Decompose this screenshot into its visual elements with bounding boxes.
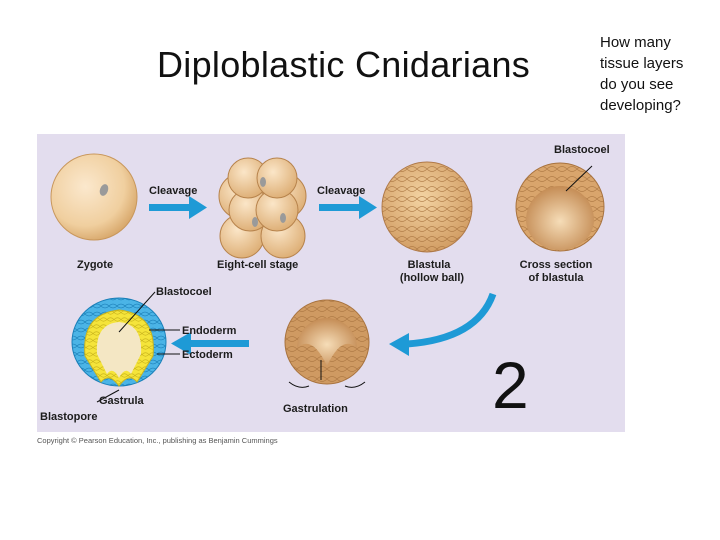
curved-arrow	[389, 292, 497, 356]
label-of-blastula: of blastula	[528, 272, 584, 284]
label-cleavage-1: Cleavage	[149, 185, 197, 197]
question-line: developing?	[600, 97, 681, 114]
question-line: do you see	[600, 76, 674, 93]
label-zygote: Zygote	[77, 259, 113, 271]
label-eight-cell-stage: Eight-cell stage	[217, 259, 298, 271]
question-text: How many tissue layers do you see develo…	[600, 32, 718, 116]
label-cleavage-2: Cleavage	[317, 185, 365, 197]
label-gastrula: Gastrula	[99, 395, 145, 407]
copyright-text: Copyright © Pearson Education, Inc., pub…	[37, 436, 278, 445]
answer-number: 2	[492, 348, 529, 422]
label-gastrulation: Gastrulation	[283, 403, 348, 415]
gastrula-illustration	[71, 291, 180, 403]
embryo-development-figure: Cleavage Cleavage Zygote Eight-cell stag…	[37, 134, 625, 432]
label-blastocoel-mid: Blastocoel	[156, 286, 212, 298]
label-endoderm: Endoderm	[182, 325, 237, 337]
label-ectoderm: Ectoderm	[182, 349, 233, 361]
question-line: How many	[600, 34, 671, 51]
cleavage-arrow-2	[319, 196, 377, 219]
label-cross-section: Cross section	[520, 259, 593, 271]
label-blastopore: Blastopore	[40, 411, 97, 423]
label-hollow-ball: (hollow ball)	[400, 272, 464, 284]
question-line: tissue layers	[600, 55, 684, 72]
blastula-cross-section-illustration	[515, 162, 605, 252]
gastrulation-illustration	[284, 299, 370, 388]
eight-cell-illustration	[218, 157, 307, 259]
zygote-illustration	[50, 153, 138, 241]
gastrulation-arrow	[171, 332, 249, 355]
label-blastocoel-top: Blastocoel	[554, 144, 610, 156]
cleavage-arrow-1	[149, 196, 207, 219]
figure-canvas: Cleavage Cleavage Zygote Eight-cell stag…	[40, 144, 610, 423]
slide-title: Diploblastic Cnidarians	[157, 44, 531, 85]
label-blastula: Blastula	[408, 259, 452, 271]
blastula-illustration	[381, 161, 473, 253]
